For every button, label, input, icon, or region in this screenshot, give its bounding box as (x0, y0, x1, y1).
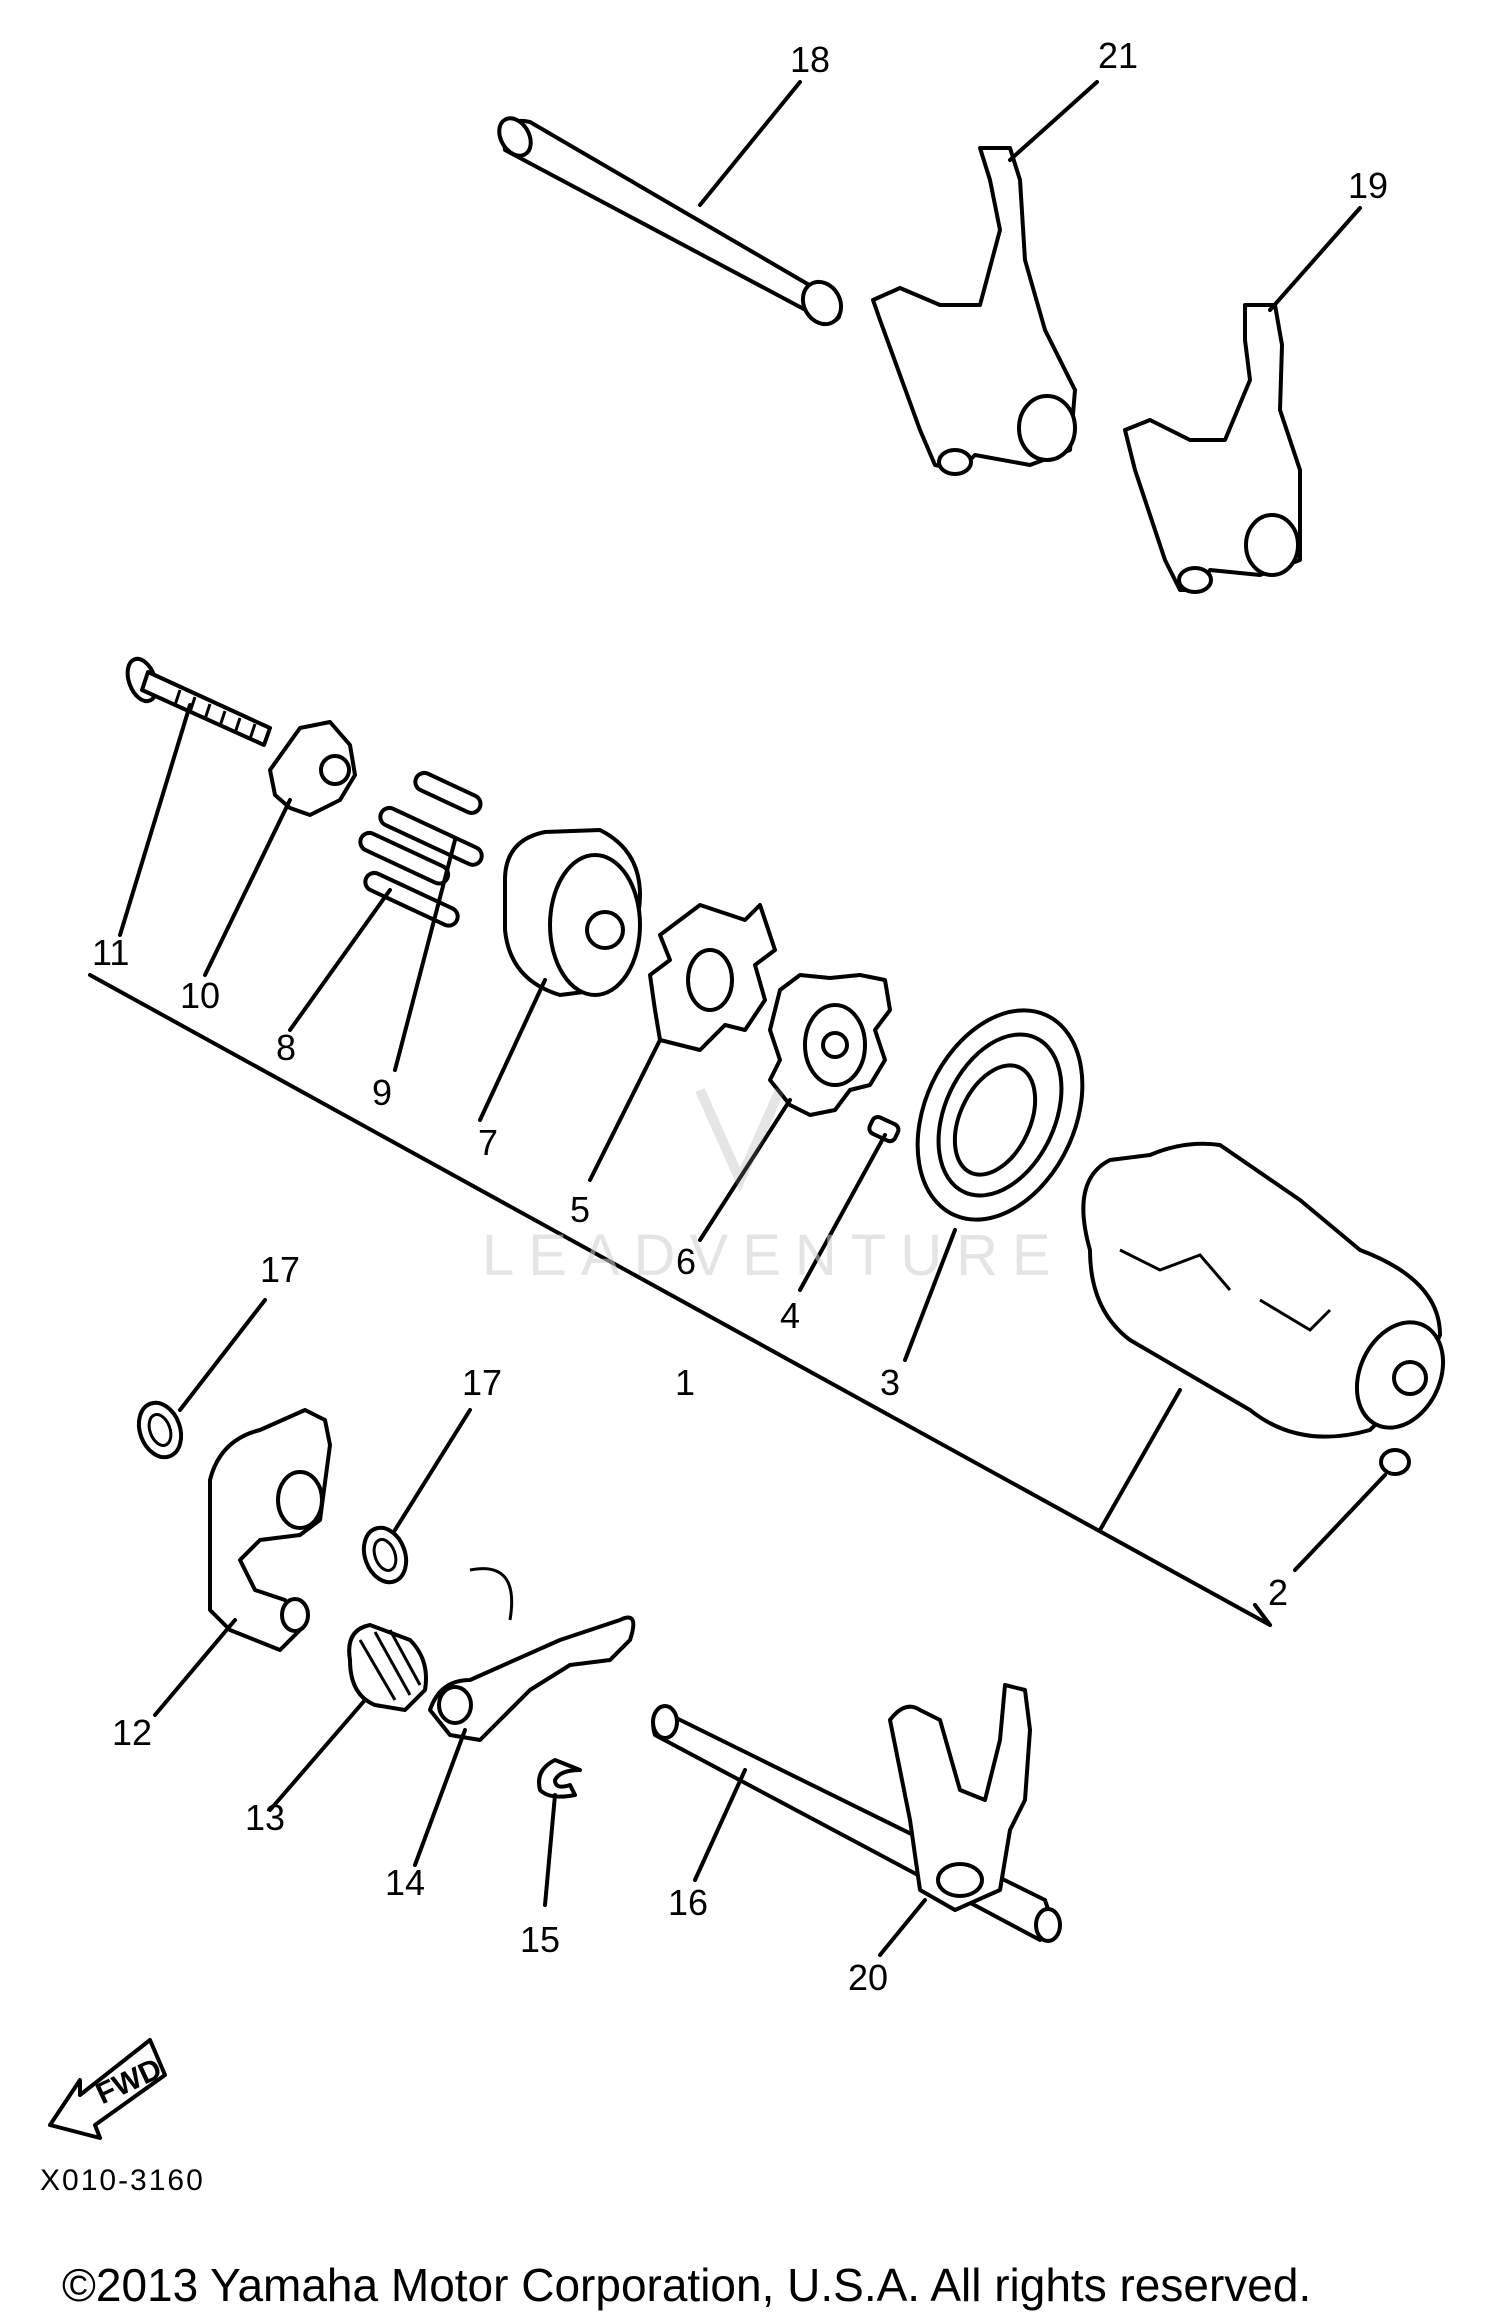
part-11-bolt (125, 656, 272, 747)
leader-7 (478, 978, 547, 1122)
part-7-segment (503, 828, 642, 997)
callout-6: 6 (676, 1241, 697, 1282)
leader-20 (878, 1898, 927, 1957)
leader-12 (153, 1618, 237, 1717)
leader-21 (1008, 80, 1099, 162)
part-21-shift-fork (871, 146, 1077, 476)
callout-17a: 17 (260, 1249, 301, 1290)
leader-3 (903, 1228, 957, 1362)
part-20-shift-fork (888, 1683, 1032, 1912)
leader-17b (393, 1408, 472, 1532)
callout-8: 8 (276, 1027, 297, 1068)
part-17-circlip-a (136, 1400, 184, 1460)
leader-13 (268, 1698, 367, 1812)
part-17-circlip-b (361, 1525, 409, 1585)
part-12-shift-arm (208, 1408, 332, 1652)
part-13-spring (347, 1623, 428, 1712)
leader-15 (543, 1793, 557, 1907)
watermark: LEADVENTURE (482, 1223, 1065, 1288)
leader-6 (698, 1098, 792, 1242)
diagram-code: X010-3160 (40, 2164, 205, 2197)
callout-12: 12 (112, 1712, 153, 1753)
part-19-shift-fork (1123, 303, 1302, 594)
leader-4 (798, 1133, 887, 1292)
part-shift-drum (1081, 1141, 1446, 1439)
part-14-lever (428, 1567, 636, 1742)
callout-14: 14 (385, 1862, 426, 1903)
leader-16 (693, 1768, 747, 1882)
callout-7: 7 (478, 1122, 499, 1163)
callout-15: 15 (520, 1919, 561, 1960)
part-9-pins (378, 770, 484, 867)
part-5-plate (648, 903, 777, 1052)
callout-18: 18 (790, 39, 831, 80)
callout-10: 10 (180, 975, 221, 1016)
leader-9 (393, 838, 457, 1072)
leader-2 (1293, 1473, 1387, 1572)
leader-5 (588, 1038, 662, 1182)
part-10-stopper-plate (268, 720, 357, 817)
leader-11 (118, 703, 192, 937)
callout-4: 4 (780, 1295, 801, 1336)
callout-17b: 17 (462, 1362, 503, 1403)
callout-1: 1 (675, 1362, 696, 1403)
assembly-line-end (1253, 1603, 1272, 1627)
callout-20: 20 (848, 1957, 889, 1998)
callout-13: 13 (245, 1797, 286, 1838)
leader-14 (413, 1728, 467, 1867)
part-18-shift-fork-shaft (497, 116, 844, 327)
callout-11: 11 (92, 932, 130, 973)
part-2-pin (1379, 1448, 1411, 1476)
leader-19 (1268, 206, 1362, 312)
callout-19: 19 (1348, 165, 1389, 206)
callout-21: 21 (1098, 35, 1139, 76)
part-6-cam (768, 973, 892, 1117)
assembly-line (88, 973, 1272, 1627)
watermark-logo-icon (695, 1087, 785, 1193)
copyright-text: ©2013 Yamaha Motor Corporation, U.S.A. A… (62, 2259, 1312, 2311)
part-15-clip (537, 1758, 582, 1799)
callout-2: 2 (1268, 1572, 1289, 1613)
callout-3: 3 (880, 1362, 901, 1403)
leader-8 (288, 888, 392, 1032)
fwd-arrow-icon (48, 2038, 167, 2140)
callout-9: 9 (372, 1072, 393, 1113)
part-3-bearing (915, 1008, 1085, 1222)
leader-17a (178, 1298, 267, 1412)
leader-18 (698, 80, 802, 207)
callout-5: 5 (570, 1189, 591, 1230)
callout-16: 16 (668, 1882, 709, 1923)
leader-drum (1098, 1388, 1182, 1532)
part-4-dowel-pin (867, 1114, 901, 1144)
leader-10 (203, 798, 292, 977)
